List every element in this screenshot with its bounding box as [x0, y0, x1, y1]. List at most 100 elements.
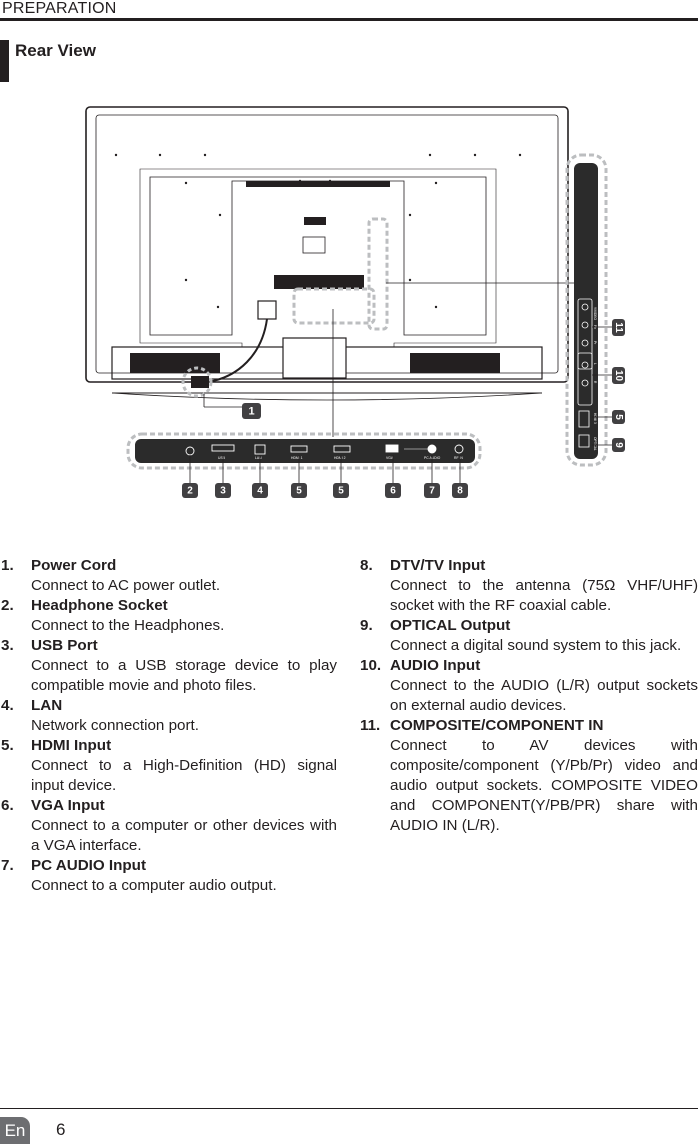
footer-rule — [0, 1108, 698, 1109]
svg-text:RF IN: RF IN — [454, 456, 463, 460]
item-number: 10. — [360, 657, 382, 674]
svg-text:L: L — [593, 363, 597, 365]
callout-2: 2 — [187, 486, 193, 497]
item-description: Connect to a USB storage device to play … — [31, 657, 337, 694]
svg-text:VGA: VGA — [386, 456, 394, 460]
item-number: 2. — [1, 597, 14, 614]
side-callout-9: 9 — [612, 438, 625, 452]
item-number: 4. — [1, 697, 14, 714]
item-description: Connect to the Headphones. — [31, 617, 225, 634]
item-title: DTV/TV Input — [390, 557, 486, 574]
bottom-callouts: 2 3 4 5 5 6 7 8 — [182, 455, 468, 498]
item-number: 3. — [1, 637, 14, 654]
side-panel-highlight — [367, 217, 389, 331]
item-description: Connect to AC power outlet. — [31, 577, 221, 594]
svg-text:LAN: LAN — [255, 456, 262, 460]
list-item: 11. COMPOSITE/COMPONENT IN Connect to AV… — [359, 716, 698, 836]
list-item: 3. USB Port Connect to a USB storage dev… — [0, 636, 337, 696]
page-header-title: PREPARATION — [2, 0, 117, 17]
item-number: 11. — [360, 717, 381, 734]
list-item: 5. HDMI Input Connect to a High-Definiti… — [0, 736, 337, 796]
list-item: 2. Headphone Socket Connect to the Headp… — [0, 596, 337, 636]
section-title: Rear View — [15, 41, 96, 60]
svg-text:R: R — [593, 381, 597, 384]
svg-text:OPTICAL: OPTICAL — [593, 437, 597, 451]
svg-text:USB: USB — [218, 456, 226, 460]
svg-text:1: 1 — [248, 405, 254, 417]
item-title: HDMI Input — [31, 737, 112, 754]
callout-7: 7 — [429, 486, 435, 497]
bottom-ports — [185, 444, 464, 456]
svg-text:HDMI 1: HDMI 1 — [291, 456, 303, 460]
side-callout-10: 10 — [612, 367, 625, 384]
item-description: Connect to a computer or other devices w… — [31, 817, 337, 854]
item-number: 5. — [1, 737, 14, 754]
label-plate — [304, 217, 326, 225]
svg-text:HDMI 2: HDMI 2 — [334, 456, 346, 460]
tv-stand-left — [130, 353, 220, 373]
item-title: PC AUDIO Input — [31, 857, 147, 874]
page-number: 6 — [56, 1120, 66, 1139]
callout-5b: 5 — [338, 486, 344, 497]
side-callout-5: 5 — [612, 410, 625, 424]
tv-stand-right — [410, 353, 500, 373]
power-inlet — [257, 300, 277, 320]
rear-view-diagram: Y/VIDEO Pb Pr L R HDMI 3 OPTICAL 11 10 5… — [85, 106, 625, 498]
language-badge: En — [0, 1117, 30, 1144]
tv-back-contour — [149, 176, 487, 336]
item-title: AUDIO Input — [390, 657, 481, 674]
item-number: 1. — [1, 557, 14, 574]
svg-text:11: 11 — [613, 322, 624, 333]
item-description: Network connection port. — [31, 717, 199, 734]
svg-text:9: 9 — [613, 442, 624, 448]
power-cord — [207, 318, 268, 383]
item-number: 7. — [1, 857, 14, 874]
list-item: 10. AUDIO Input Connect to the AUDIO (L/… — [359, 656, 698, 716]
item-title: VGA Input — [31, 797, 105, 814]
main-board — [274, 275, 364, 289]
items-left-column: 1. Power Cord Connect to AC power outlet… — [0, 556, 337, 896]
item-number: 6. — [1, 797, 14, 814]
callout-4: 4 — [257, 486, 263, 497]
item-description: Connect to AV devices with composite/com… — [390, 737, 698, 834]
item-number: 9. — [360, 617, 373, 634]
item-title: LAN — [31, 697, 63, 714]
power-callout-1: 1 — [242, 403, 261, 419]
callout-8: 8 — [457, 486, 463, 497]
items-right-column: 8. DTV/TV Input Connect to the antenna (… — [359, 556, 698, 836]
svg-text:Y/VIDEO: Y/VIDEO — [593, 307, 597, 320]
item-title: COMPOSITE/COMPONENT IN — [390, 717, 604, 734]
bottom-panel-outline — [126, 432, 482, 470]
list-item: 7. PC AUDIO Input Connect to a computer … — [0, 856, 337, 896]
item-description: Connect a digital sound system to this j… — [390, 637, 682, 654]
page-header-rule — [0, 18, 698, 21]
svg-text:HDMI 3: HDMI 3 — [593, 413, 597, 424]
item-title: Headphone Socket — [31, 597, 168, 614]
bottom-panel-highlight — [292, 287, 376, 325]
svg-text:10: 10 — [613, 370, 624, 382]
item-number: 8. — [360, 557, 373, 574]
vesa-plate — [302, 236, 326, 254]
mount-dots — [114, 153, 522, 309]
section-bar — [0, 40, 9, 82]
item-description: Connect to the antenna (75Ω VHF/UHF) soc… — [390, 577, 698, 614]
list-item: 8. DTV/TV Input Connect to the antenna (… — [359, 556, 698, 616]
list-item: 4. LAN Network connection port. — [0, 696, 337, 736]
side-ports — [577, 298, 593, 448]
item-title: Power Cord — [31, 557, 117, 574]
list-item: 6. VGA Input Connect to a computer or ot… — [0, 796, 337, 856]
list-item: 1. Power Cord Connect to AC power outlet… — [0, 556, 337, 596]
callout-3: 3 — [220, 486, 226, 497]
side-callout-11: 11 — [612, 319, 625, 336]
item-description: Connect to a computer audio output. — [31, 877, 277, 894]
item-title: OPTICAL Output — [390, 617, 511, 634]
svg-text:5: 5 — [613, 414, 624, 420]
tv-stand-neck — [282, 337, 347, 379]
item-description: Connect to the AUDIO (L/R) output socket… — [390, 677, 698, 714]
top-vent-strip — [246, 181, 390, 187]
svg-text:Pr: Pr — [593, 341, 597, 345]
callout-5a: 5 — [296, 486, 302, 497]
item-title: USB Port — [31, 637, 98, 654]
list-item: 9. OPTICAL Output Connect a digital soun… — [359, 616, 698, 656]
item-description: Connect to a High-Definition (HD) signal… — [31, 757, 337, 794]
